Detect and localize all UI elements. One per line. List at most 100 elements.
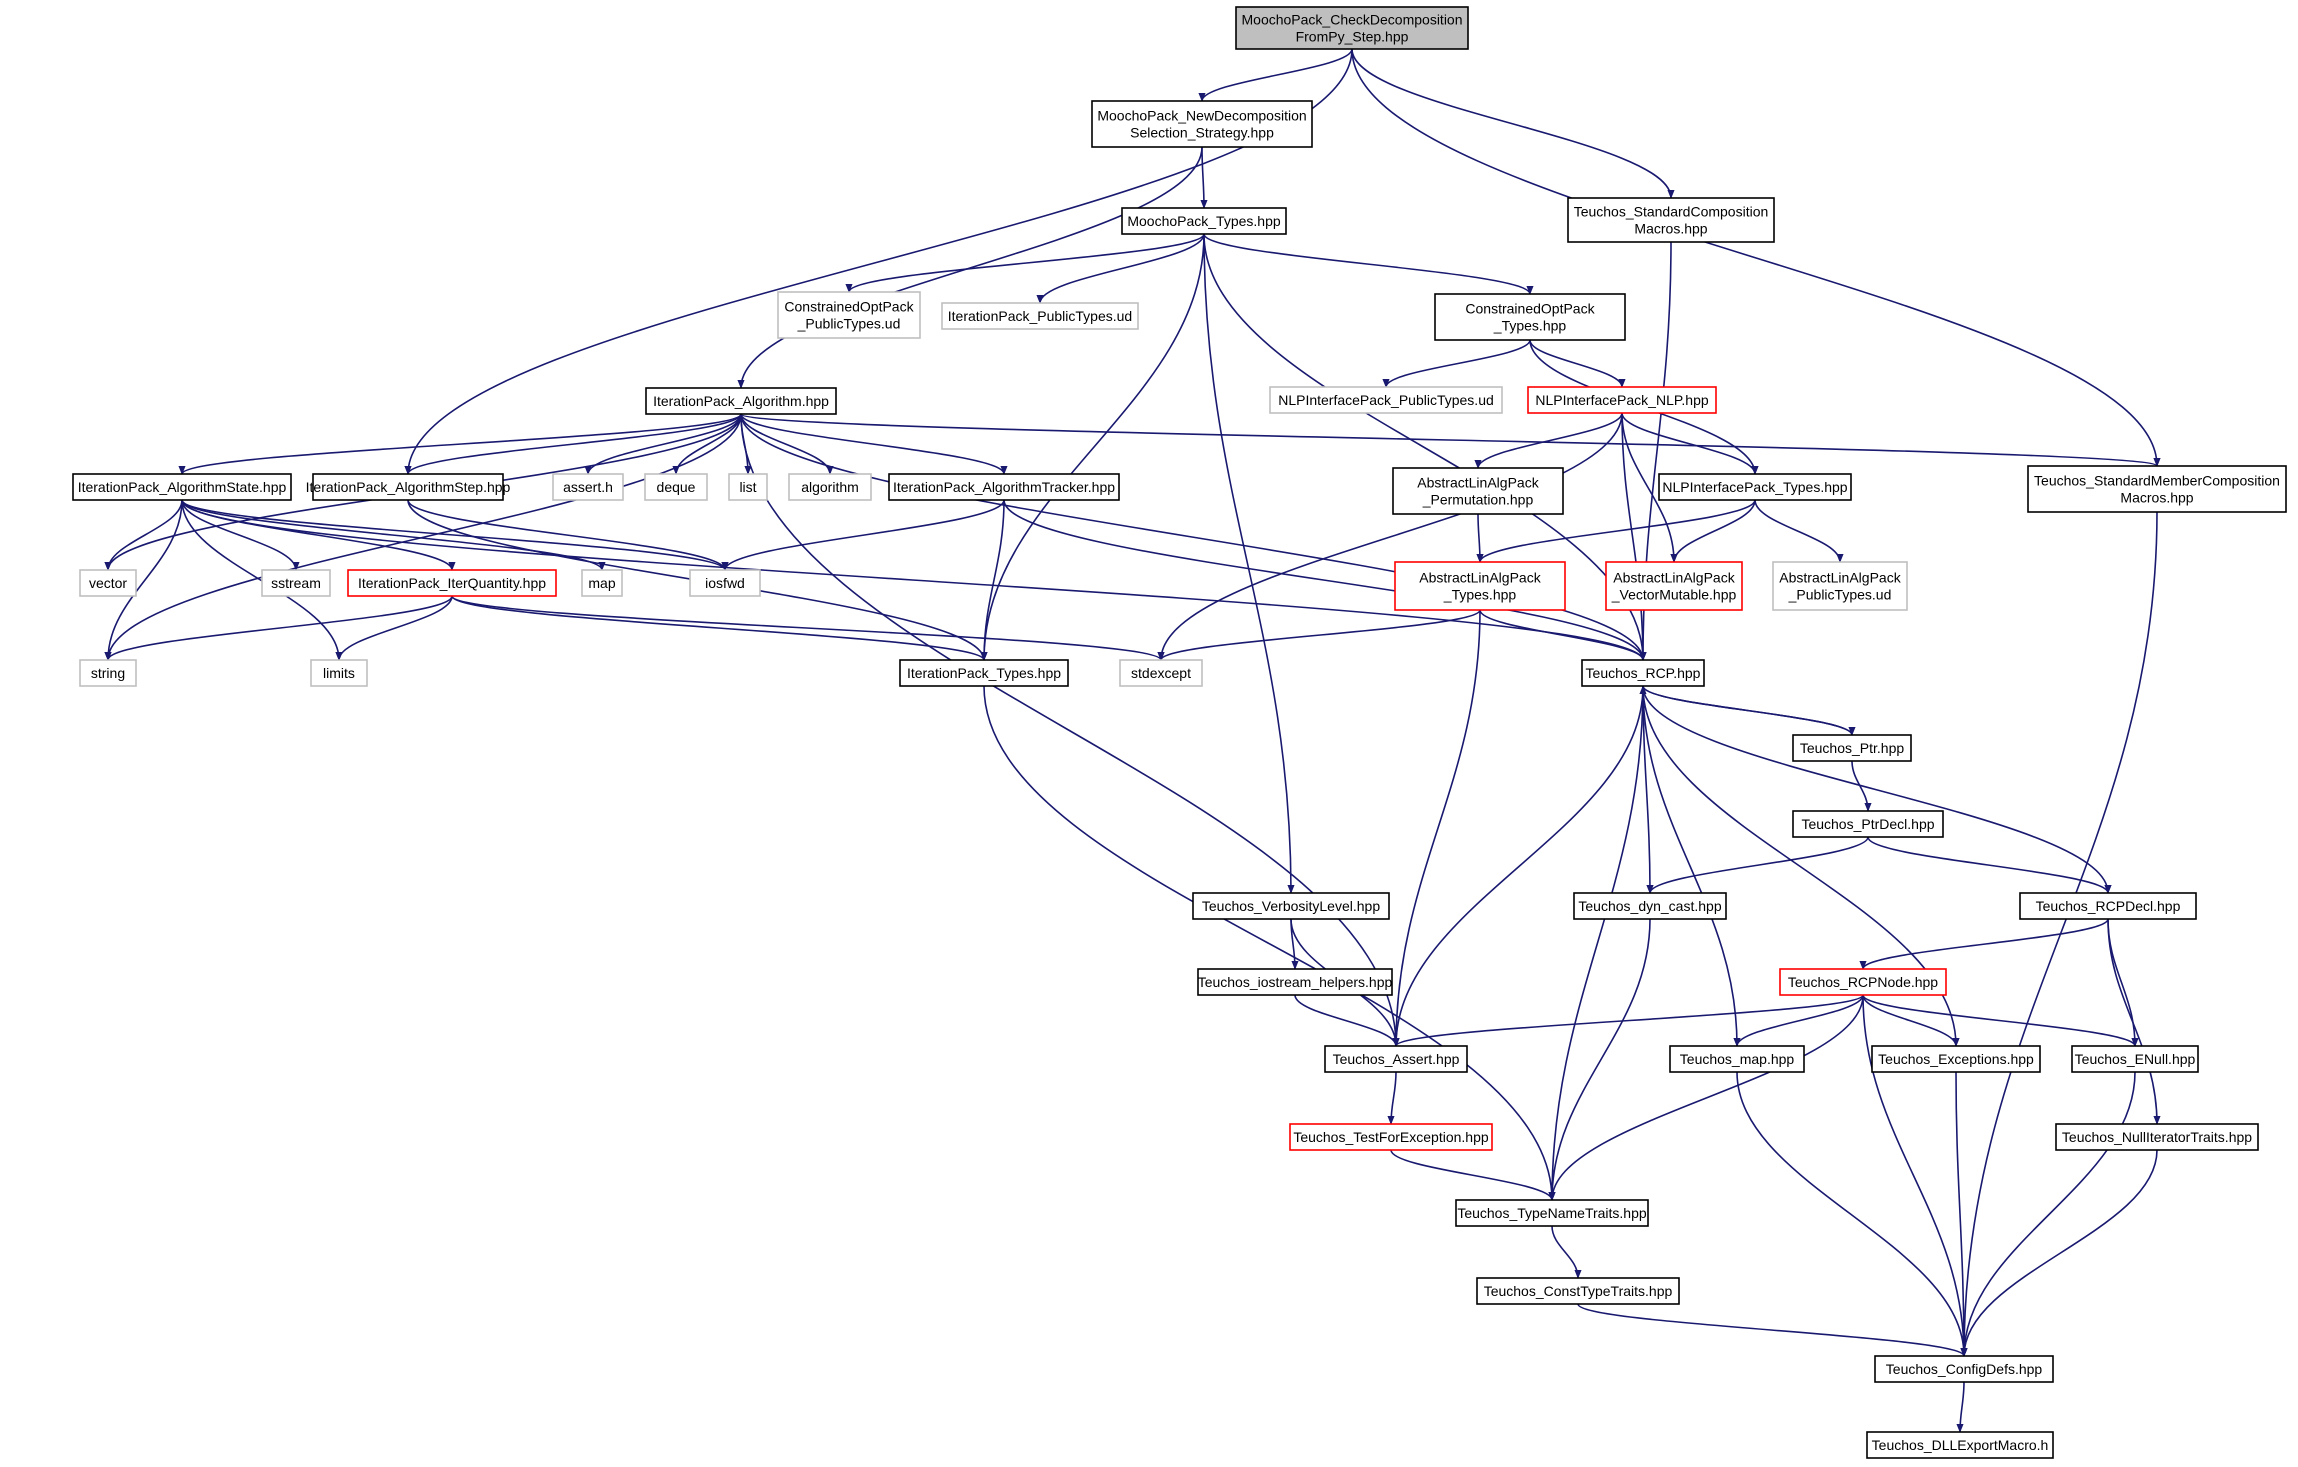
node-alatypes[interactable]: AbstractLinAlgPack_Types.hpp <box>1394 561 1566 611</box>
edge-iterquantity-to-iptypes <box>451 595 988 661</box>
node-assert[interactable]: Teuchos_Assert.hpp <box>1324 1045 1468 1073</box>
edge-nlp-to-vecmutable <box>1621 412 1678 563</box>
node-consttypetraits[interactable]: Teuchos_ConstTypeTraits.hpp <box>1476 1277 1680 1305</box>
node-configdefs[interactable]: Teuchos_ConfigDefs.hpp <box>1874 1355 2054 1383</box>
edge-algostate-to-limits <box>181 499 343 661</box>
node-deque[interactable]: deque <box>644 473 708 501</box>
node-string[interactable]: string <box>79 659 137 687</box>
node-map[interactable]: map <box>581 569 623 597</box>
node-nlptypes[interactable]: NLPInterfacePack_Types.hpp <box>1658 473 1852 501</box>
edge-rcp-to-typenametraits <box>1548 685 1644 1201</box>
node-box <box>1573 892 1727 920</box>
node-iosfwd[interactable]: iosfwd <box>689 569 761 597</box>
node-rcpdecl[interactable]: Teuchos_RCPDecl.hpp <box>2019 892 2197 920</box>
node-label: Teuchos_ConstTypeTraits.hpp <box>1484 1283 1673 1299</box>
node-nulliter[interactable]: Teuchos_NullIteratorTraits.hpp <box>2055 1123 2259 1151</box>
node-box <box>1871 1045 2041 1073</box>
node-box <box>788 473 872 501</box>
node-asserth[interactable]: assert.h <box>552 473 624 501</box>
edge-algo-to-stdmember <box>740 413 2161 467</box>
node-label: Teuchos_ENull.hpp <box>2075 1051 2196 1067</box>
node-algostep[interactable]: IterationPack_AlgorithmStep.hpp <box>306 473 511 501</box>
node-box <box>645 387 837 415</box>
node-label: IterationPack_Algorithm.hpp <box>653 393 829 409</box>
node-nlp[interactable]: NLPInterfacePack_NLP.hpp <box>1527 386 1717 414</box>
node-testforexc[interactable]: Teuchos_TestForException.hpp <box>1289 1123 1493 1151</box>
node-vector[interactable]: vector <box>79 569 137 597</box>
edge-nlp-to-nlptypes <box>1621 412 1759 475</box>
node-permutation[interactable]: AbstractLinAlgPack_Permutation.hpp <box>1392 467 1564 515</box>
node-algo[interactable]: IterationPack_Algorithm.hpp <box>645 387 837 415</box>
node-newdecomp[interactable]: MoochoPack_NewDecompositionSelection_Str… <box>1091 100 1313 148</box>
edge-nlp-to-rcp <box>1621 412 1647 661</box>
node-ptr[interactable]: Teuchos_Ptr.hpp <box>1792 734 1912 762</box>
node-box <box>1269 386 1503 414</box>
node-stdexcept[interactable]: stdexcept <box>1119 659 1203 687</box>
node-label: AbstractLinAlgPack <box>1779 570 1901 586</box>
node-box <box>728 473 768 501</box>
edge-rcpdecl-to-nulliter <box>2107 918 2161 1125</box>
node-ipptud[interactable]: IterationPack_PublicTypes.ud <box>941 302 1139 330</box>
node-label: Teuchos_Ptr.hpp <box>1800 740 1905 756</box>
node-label: assert.h <box>563 479 613 495</box>
edge-nlptypes-to-alaptud <box>1754 499 1844 563</box>
node-moochotypes[interactable]: MoochoPack_Types.hpp <box>1121 207 1287 235</box>
edge-algo-to-algostate <box>178 413 742 475</box>
node-coptypes[interactable]: ConstrainedOptPack_Types.hpp <box>1434 293 1626 341</box>
node-exceptions[interactable]: Teuchos_Exceptions.hpp <box>1871 1045 2041 1073</box>
node-root[interactable]: MoochoPack_CheckDecompositionFromPy_Step… <box>1235 6 1469 50</box>
edge-newdecomp-to-algo <box>737 146 1203 389</box>
node-label: ConstrainedOptPack <box>784 299 914 315</box>
node-sstream[interactable]: sstream <box>261 569 331 597</box>
node-ptrdecl[interactable]: Teuchos_PtrDecl.hpp <box>1792 810 1944 838</box>
node-algorithm[interactable]: algorithm <box>788 473 872 501</box>
node-box <box>79 659 137 687</box>
node-box <box>888 473 1120 501</box>
node-limits[interactable]: limits <box>310 659 368 687</box>
node-iptypes[interactable]: IterationPack_Types.hpp <box>899 659 1069 687</box>
node-iterquantity[interactable]: IterationPack_IterQuantity.hpp <box>347 569 557 597</box>
node-alaptud[interactable]: AbstractLinAlgPack_PublicTypes.ud <box>1772 561 1908 611</box>
node-list[interactable]: list <box>728 473 768 501</box>
node-stdmember[interactable]: Teuchos_StandardMemberCompositionMacros.… <box>2027 465 2287 513</box>
edge-typenametraits-to-consttypetraits <box>1551 1225 1582 1279</box>
node-verbosity[interactable]: Teuchos_VerbosityLevel.hpp <box>1192 892 1390 920</box>
edge-algostate-to-vector <box>104 499 183 571</box>
node-enull[interactable]: Teuchos_ENull.hpp <box>2071 1045 2199 1073</box>
node-algostate[interactable]: IterationPack_AlgorithmState.hpp <box>72 473 292 501</box>
node-dllexport[interactable]: Teuchos_DLLExportMacro.h <box>1866 1431 2054 1459</box>
node-box <box>1792 734 1912 762</box>
node-label: map <box>588 575 615 591</box>
node-iostreamhelpers[interactable]: Teuchos_iostream_helpers.hpp <box>1197 968 1393 996</box>
node-box <box>1119 659 1203 687</box>
node-rcpnode[interactable]: Teuchos_RCPNode.hpp <box>1779 968 1947 996</box>
node-copud[interactable]: ConstrainedOptPack_PublicTypes.ud <box>777 291 921 339</box>
node-dyncast[interactable]: Teuchos_dyn_cast.hpp <box>1573 892 1727 920</box>
node-rcp[interactable]: Teuchos_RCP.hpp <box>1581 659 1705 687</box>
node-label: algorithm <box>801 479 859 495</box>
node-algotracker[interactable]: IterationPack_AlgorithmTracker.hpp <box>888 473 1120 501</box>
node-label: Teuchos_DLLExportMacro.h <box>1872 1437 2049 1453</box>
node-tmap[interactable]: Teuchos_map.hpp <box>1669 1045 1805 1073</box>
node-nlpptud[interactable]: NLPInterfacePack_PublicTypes.ud <box>1269 386 1503 414</box>
node-label: Teuchos_dyn_cast.hpp <box>1578 898 1721 914</box>
node-label: iosfwd <box>705 575 745 591</box>
edge-ptr-to-ptrdecl <box>1851 760 1872 812</box>
node-box <box>552 473 624 501</box>
node-box <box>1434 293 1626 341</box>
node-box <box>1866 1431 2054 1459</box>
edge-alatypes-to-stdexcept <box>1157 609 1481 661</box>
node-box <box>1669 1045 1805 1073</box>
node-box <box>310 659 368 687</box>
node-label: Selection_Strategy.hpp <box>1130 125 1274 141</box>
edge-iostreamhelpers-to-assert <box>1294 994 1400 1047</box>
edge-iterquantity-to-string <box>104 595 453 661</box>
edge-moochotypes-to-verbosity <box>1203 233 1295 894</box>
edge-iterquantity-to-limits <box>335 595 453 661</box>
node-box <box>2071 1045 2199 1073</box>
node-label: Teuchos_RCPDecl.hpp <box>2036 898 2181 914</box>
node-vecmutable[interactable]: AbstractLinAlgPack_VectorMutable.hpp <box>1605 561 1743 611</box>
node-label: stdexcept <box>1131 665 1191 681</box>
node-typenametraits[interactable]: Teuchos_TypeNameTraits.hpp <box>1455 1199 1649 1227</box>
